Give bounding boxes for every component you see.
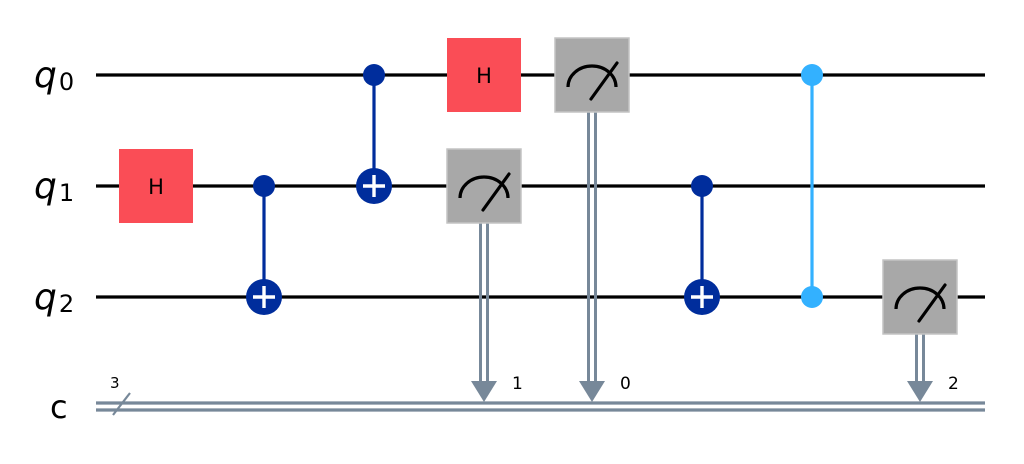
measure-gate-q2: 2 [882,259,959,402]
hadamard-gate-box [119,149,193,223]
hadamard-gate-q0: H [447,38,521,112]
control-dot-icon [691,175,713,197]
cnot-target-plus-icon [246,279,282,315]
classical-bit-label-1: 1 [512,374,523,394]
classical-bit-label-2: 2 [948,374,959,394]
qubit-label-index: 2 [59,290,74,318]
classical-register-label: c [50,388,68,426]
hadamard-gate-label: H [476,64,492,88]
cnot-target-plus-icon [356,168,392,204]
meter-needle [481,172,511,212]
meter-gauge-icon [894,283,947,323]
meter-needle [589,61,619,101]
measure-arrow-down-icon [471,381,497,402]
qubit-label-q0: q0 [34,55,74,96]
measure-gate-box [446,148,522,224]
control-dot-icon [363,64,385,86]
classical-register-size: 3 [110,374,120,392]
meter-arc [458,175,510,199]
qubit-label-q1: q1 [34,166,74,207]
cnot-target-plus-icon [684,279,720,315]
meter-arc [566,64,618,88]
measure-gate-box [554,37,630,113]
cz-control-dot-icon [801,286,823,308]
hadamard-gate-q1: H [119,149,193,223]
wires-layer [96,73,985,416]
cnot-gate-q0-q1 [356,64,392,204]
qubit-label-index: 1 [59,179,74,207]
cnot-gate-q1-q2 [684,175,720,315]
cz-gate-q0-q2 [801,64,823,308]
classical-wire-c [96,392,985,416]
qubit-label-name: q [34,166,57,207]
qubit-label-q2: q2 [34,277,74,318]
measure-arrow-down-icon [907,381,933,402]
measure-arrow-down-icon [579,381,605,402]
qubit-label-index: 0 [59,68,74,96]
gates-layer: H H 1 0 2 [119,37,959,402]
measure-gate-q0: 0 [554,37,631,402]
meter-needle [917,283,947,323]
meter-gauge-icon [566,61,619,101]
measure-gate-box [882,259,958,335]
cz-control-dot-icon [801,64,823,86]
hadamard-gate-label: H [148,175,164,199]
hadamard-gate-box [447,38,521,112]
classical-bit-label-0: 0 [620,374,631,394]
meter-gauge-icon [458,172,511,212]
cnot-gate-q1-q2 [246,175,282,315]
qubit-label-name: q [34,277,57,318]
qubit-label-name: q [34,55,57,96]
register-bundle-slash-icon [112,392,131,416]
meter-arc [894,286,946,310]
control-dot-icon [253,175,275,197]
measure-gate-q1: 1 [446,148,523,402]
